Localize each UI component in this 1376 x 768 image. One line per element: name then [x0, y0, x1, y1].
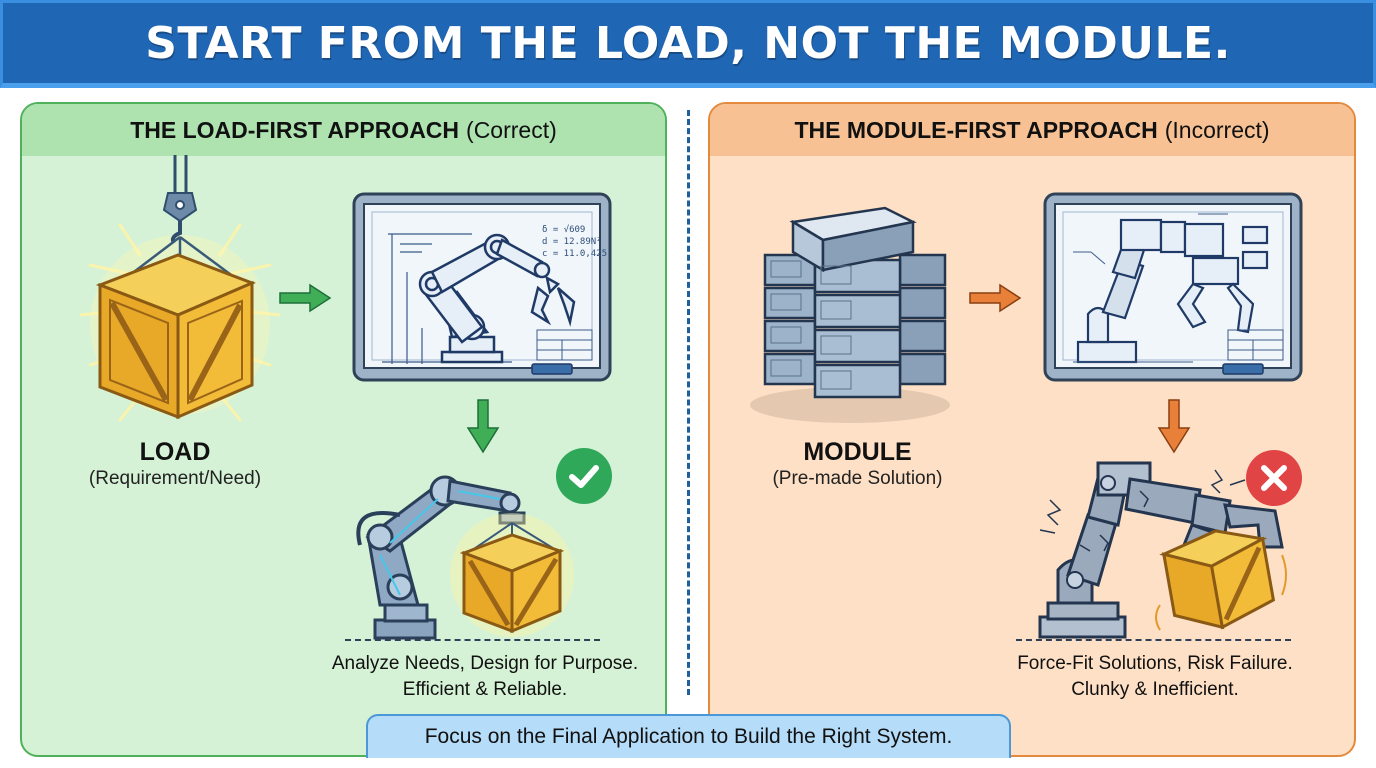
crane-crate-icon — [80, 155, 280, 422]
arrow-right-icon — [969, 283, 1022, 313]
module-first-summary: Force-Fit Solutions, Risk Failure. Clunk… — [965, 651, 1345, 703]
title-banner: START FROM THE LOAD, NOT THE MODULE. — [0, 0, 1376, 88]
ground-line — [345, 639, 600, 641]
page-title: START FROM THE LOAD, NOT THE MODULE. — [145, 17, 1231, 69]
footer-message-banner: Focus on the Final Application to Build … — [366, 714, 1011, 758]
summary-line-1: Analyze Needs, Design for Purpose. — [331, 653, 639, 674]
blueprint-board-precise: ẟ = √609 d = 12.89N² c = 11.0,425 — [352, 192, 612, 382]
module-label: MODULE — [803, 438, 912, 466]
panel-qualifier: (Correct) — [466, 116, 557, 143]
blueprint-board-blocky — [1043, 192, 1303, 382]
formula-1: ẟ = √609 — [542, 224, 585, 235]
arrow-down-icon — [1157, 399, 1191, 454]
arrow-down-icon — [466, 399, 500, 454]
panel-title: THE MODULE-FIRST APPROACH — [794, 116, 1158, 143]
ground-line — [1016, 639, 1291, 641]
robot-arm-failure-icon — [1038, 461, 1287, 639]
robot-arm-success-icon — [356, 475, 574, 640]
footer-message: Focus on the Final Application to Build … — [424, 725, 953, 748]
load-first-summary: Analyze Needs, Design for Purpose. Effic… — [290, 651, 680, 703]
formula-2: d = 12.89N² — [542, 237, 602, 247]
formula-3: c = 11.0,425 — [542, 249, 607, 259]
cross-badge — [1246, 450, 1302, 506]
load-label: LOAD — [139, 438, 211, 466]
arrow-right-icon — [279, 283, 332, 313]
panel-divider — [687, 110, 690, 695]
load-description: (Requirement/Need) — [88, 468, 262, 489]
load-first-panel-header: THE LOAD-FIRST APPROACH (Correct) — [22, 104, 665, 156]
module-stack-icon — [750, 206, 950, 423]
check-badge — [556, 448, 612, 504]
check-icon — [569, 465, 599, 488]
summary-line-1: Force-Fit Solutions, Risk Failure. — [1017, 653, 1293, 674]
cross-icon — [1261, 465, 1287, 491]
panel-qualifier: (Incorrect) — [1164, 116, 1270, 143]
module-first-panel-header: THE MODULE-FIRST APPROACH (Incorrect) — [710, 104, 1354, 156]
module-description: (Pre-made Solution) — [772, 468, 943, 489]
summary-line-2: Efficient & Reliable. — [402, 679, 568, 700]
summary-line-2: Clunky & Inefficient. — [1071, 679, 1239, 700]
panel-title: THE LOAD-FIRST APPROACH — [130, 116, 460, 143]
